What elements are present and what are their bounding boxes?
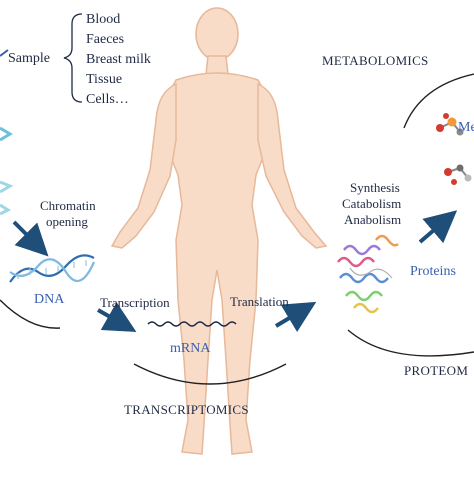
metabolomics-arc [403,73,474,129]
metabolomics-title: METABOLOMICS [322,53,429,68]
dna-helix-icon [9,254,96,283]
sample-item-faeces: Faeces [86,32,125,47]
dna-to-mrna-arrow [97,302,137,332]
transcription-label: Transcription [100,295,170,310]
metabolites-label-cut: Me [458,120,474,135]
translation-label: Translation [230,294,289,309]
epigenomics-arc [0,299,61,329]
proteomics-arc [347,329,474,357]
mrna-to-protein-arrow [274,301,317,333]
sample-item-tissue: Tissue [86,72,123,87]
sample-label: Sample [8,51,50,66]
sample-brace-icon [63,13,83,103]
protein-to-metabolite-arrow [418,210,458,244]
process-anabolism: Anabolism [344,212,402,227]
chromatin-icon [0,126,14,216]
dna-label: DNA [34,292,65,307]
proteins-label: Proteins [410,264,456,279]
sample-item-cells: Cells… [86,92,129,107]
metabolite-molecule-icon [436,113,464,136]
process-catabolism: Catabolism [342,196,402,211]
chromatin-to-dna-arrow [12,220,49,257]
partial-arrow-icon [0,49,9,57]
sample-item-breast-milk: Breast milk [86,52,151,67]
transcriptomics-title: TRANSCRIPTOMICS [124,402,249,417]
human-body-figure [110,7,328,455]
mrna-strand-icon [147,321,237,327]
protein-structure-icon [337,234,399,314]
sample-item-blood: Blood [86,12,121,27]
proteomics-title: PROTEOM [404,363,469,378]
process-synthesis: Synthesis [350,180,400,195]
transcriptomics-arc [133,363,287,385]
mrna-label: mRNA [170,341,211,356]
chromatin-label-line1: Chromatin [40,198,96,213]
chromatin-label-line2: opening [46,214,88,229]
metabolite-molecule-icon-2 [444,164,472,185]
